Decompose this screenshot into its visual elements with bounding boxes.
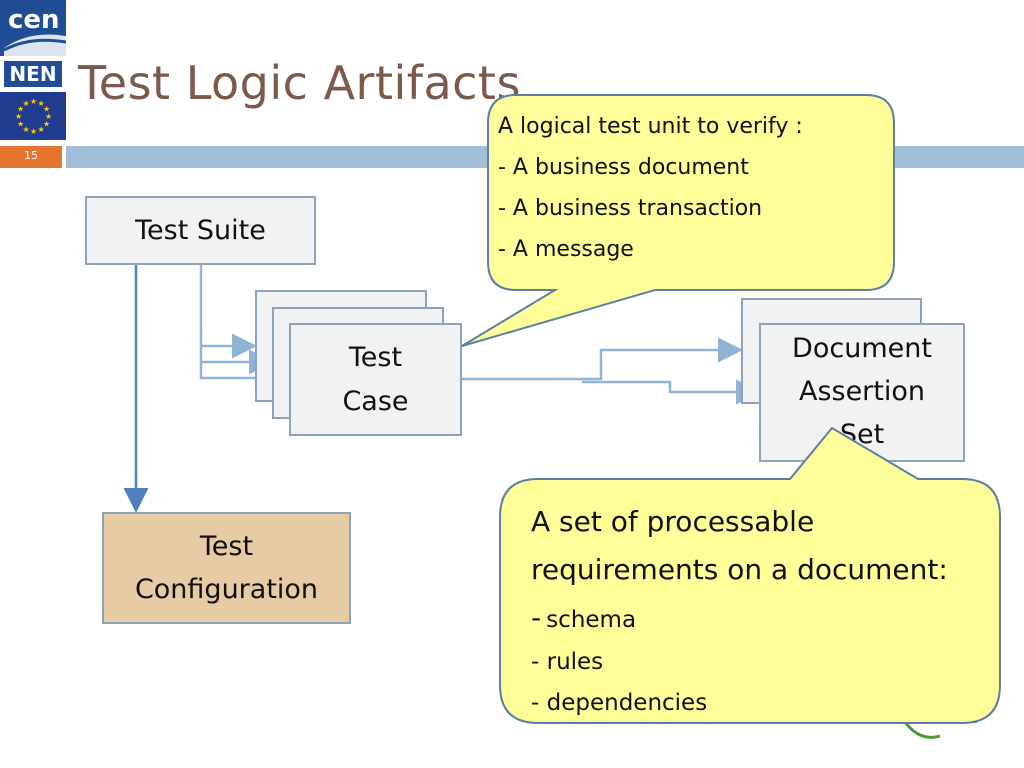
assertion-label-line2: Assertion <box>798 376 926 408</box>
eu-star-icon: ★ <box>23 125 30 134</box>
document-assertion-set-box: Document Assertion Set <box>759 323 965 462</box>
test-case-box: Test Case <box>289 323 462 436</box>
config-label-line2: Configuration <box>134 574 319 605</box>
connector-case-to-assertion-1 <box>462 337 743 381</box>
eu-star-icon: ★ <box>17 105 24 114</box>
slide-title: Test Logic Artifacts <box>78 56 521 110</box>
test-case-label-line2: Case <box>342 385 409 417</box>
config-label-line1: Test <box>199 530 254 562</box>
callout-test-case-line3: - A business transaction <box>498 196 763 221</box>
assertion-label-line1: Document <box>792 333 932 364</box>
eu-star-icon: ★ <box>38 125 45 134</box>
eu-star-icon: ★ <box>17 120 24 129</box>
nen-logo: NEN <box>0 58 66 90</box>
callout-test-case-shape <box>461 94 895 347</box>
callout-test-case-line2: - A business document <box>498 155 749 180</box>
connector-case-to-assertion-2 <box>582 379 761 405</box>
callout-assertion-text: A set of processable requirements on a d… <box>531 498 948 724</box>
eu-star-icon: ★ <box>45 112 52 121</box>
nen-logo-text: NEN <box>4 61 62 87</box>
cen-logo-text: cen <box>8 5 60 35</box>
callout-test-case-text: A logical test unit to verify : - A busi… <box>498 106 803 270</box>
cen-logo: cen <box>0 0 66 56</box>
test-suite-box: Test Suite <box>85 196 316 265</box>
eu-star-icon: ★ <box>30 97 37 106</box>
eu-star-icon: ★ <box>43 120 50 129</box>
test-configuration-box: Test Configuration <box>102 512 351 624</box>
slide-number: 15 <box>0 146 62 168</box>
callout-assertion-shape <box>499 426 1001 724</box>
eu-star-icon: ★ <box>43 105 50 114</box>
callout-assertion-item-dependencies: - dependencies <box>531 690 708 716</box>
eu-star-icon: ★ <box>23 99 30 108</box>
eu-flag-icon: ★★★★★★★★★★★★ <box>0 92 66 140</box>
callout-assertion-lead2: requirements on a document: <box>531 553 948 586</box>
callout-assertion-lead1: A set of processable <box>531 505 815 538</box>
test-case-label-line1: Test <box>348 342 403 374</box>
test-suite-label: Test Suite <box>135 215 266 246</box>
callout-test-case-line4: - A message <box>498 237 634 262</box>
callout-assertion-item-rules: - rules <box>531 649 604 675</box>
eu-star-icon: ★ <box>38 99 45 108</box>
callout-test-case-line1: A logical test unit to verify : <box>498 114 803 139</box>
eu-star-icon: ★ <box>15 112 22 121</box>
callout-assertion-dash: - <box>531 601 542 634</box>
callout-assertion-item-schema: schema <box>546 607 637 633</box>
eu-star-icon: ★ <box>30 127 37 136</box>
